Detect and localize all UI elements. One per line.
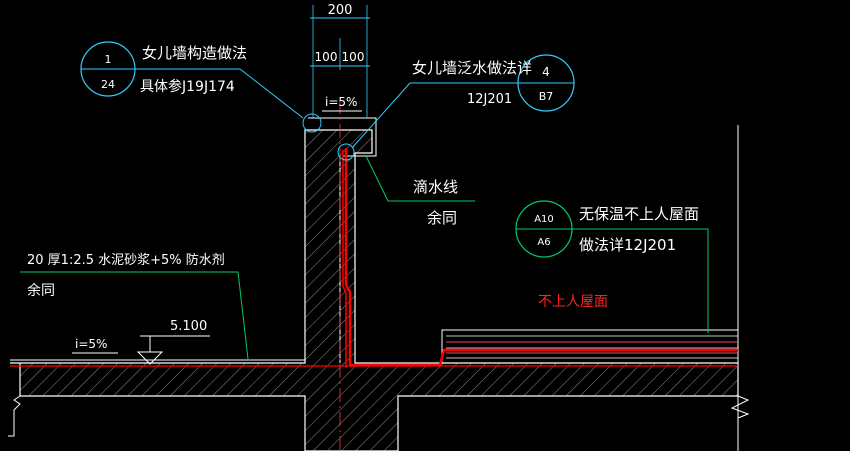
top-dimensions: 200 100 100 — [310, 3, 370, 118]
callout-ref-parapet-construction: 具体参J19J174 — [140, 78, 235, 95]
top-slope-label: i=5% — [325, 95, 357, 109]
callout-parapet-construction: 1 24 女儿墙构造做法 具体参J19J174 — [80, 41, 322, 133]
concrete-structure — [8, 117, 750, 451]
callout-leader-1-24-diag — [239, 68, 304, 119]
drip-leader — [365, 155, 475, 202]
drip-label: 滴水线 — [413, 178, 458, 196]
concrete-outline — [10, 129, 739, 451]
elevation-label: 5.100 — [170, 319, 207, 334]
elevation-triangle — [136, 351, 164, 365]
left-slope-label: i=5% — [75, 337, 107, 351]
mortar-same-label: 余同 — [27, 282, 55, 299]
callout-ref-roof: 做法详12J201 — [579, 236, 676, 254]
top-slope-marker: i=5% — [322, 95, 362, 112]
roof-type-label: 不上人屋面 — [538, 294, 608, 310]
right-break — [730, 395, 750, 419]
callout-detail-number-a10: A10 — [534, 214, 554, 225]
mortar-label: 20 厚1:2.5 水泥砂浆+5% 防水剂 — [27, 252, 225, 268]
dim-label-total: 200 — [328, 3, 353, 18]
membrane-line-inner — [342, 150, 347, 368]
parapet-cap — [308, 117, 377, 157]
membrane-line — [344, 148, 738, 367]
callout-title-parapet-flashing: 女儿墙泛水做法详 — [412, 59, 532, 77]
callout-ref-parapet-flashing: 12J201 — [467, 92, 512, 107]
dim-label-right: 100 — [342, 50, 365, 64]
left-slope-marker: i=5% — [72, 337, 118, 354]
callout-title-parapet-construction: 女儿墙构造做法 — [142, 44, 247, 62]
dim-label-left: 100 — [315, 50, 338, 64]
callout-target-circle-1 — [302, 113, 322, 133]
callout-leader-roof — [572, 228, 709, 333]
callout-sheet-number-a6: A6 — [537, 237, 550, 248]
callout-title-roof: 无保温不上人屋面 — [579, 205, 699, 223]
drip-line-annotation: 滴水线 余同 — [365, 155, 475, 227]
callout-sheet-number-24: 24 — [101, 78, 115, 91]
roof-layer-top — [441, 329, 739, 364]
callout-sheet-number-b7: B7 — [539, 90, 554, 103]
roof-layers — [441, 329, 739, 364]
drip-same-label: 余同 — [427, 209, 457, 227]
mortar-annotation: 20 厚1:2.5 水泥砂浆+5% 防水剂 余同 — [20, 252, 249, 360]
callout-leader-4-b7-diag — [351, 82, 411, 149]
callout-target-circle-4 — [337, 143, 355, 161]
waterproof-membrane — [10, 100, 738, 451]
callout-detail-number-4: 4 — [542, 65, 550, 79]
callout-detail-number-1: 1 — [105, 53, 112, 66]
callout-roof: A10 A6 无保温不上人屋面 做法详12J201 — [515, 200, 709, 333]
callout-parapet-flashing: 4 B7 女儿墙泛水做法详 12J201 — [337, 54, 575, 161]
slab-left-break — [8, 395, 21, 437]
elevation-marker: 5.100 — [136, 319, 210, 365]
mortar-leader — [20, 271, 249, 360]
